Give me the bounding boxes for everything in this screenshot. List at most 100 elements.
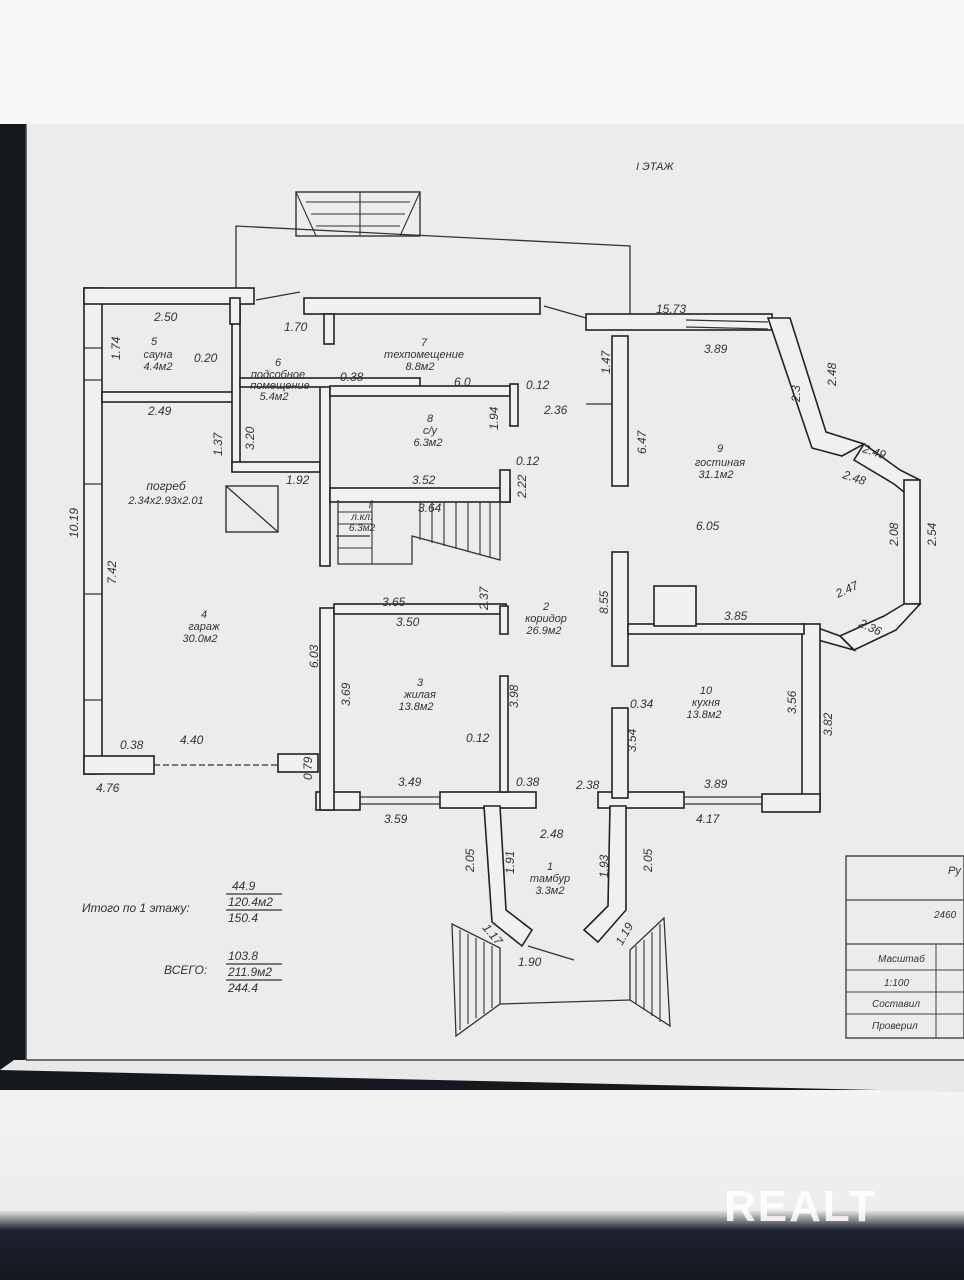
dim-label: 2.38: [575, 778, 600, 792]
dim-label: 1.92: [286, 473, 310, 487]
dim-label: 10.19: [67, 508, 81, 538]
dim-label: 6.05: [696, 519, 720, 533]
dim-label: 4.76: [96, 781, 120, 795]
room-10-number: 10: [700, 685, 713, 697]
dim-label: 8.55: [597, 590, 611, 614]
room-6-name-line2: помещение: [250, 380, 310, 392]
dim-label: 3.65: [382, 595, 406, 609]
room-1-area: 3.3м2: [536, 885, 565, 897]
dim-label: 3.50: [396, 615, 420, 629]
room-5-number: 5: [151, 336, 158, 348]
dim-label: 1.74: [109, 336, 123, 360]
stair-area: 6.3м2: [349, 523, 376, 534]
dim-label: 6.47: [635, 429, 649, 454]
room-1-name: тамбур: [530, 873, 570, 885]
stamp-scale-value: 1:100: [884, 978, 909, 989]
dim-label: 2.48: [539, 827, 564, 841]
dim-label: 2.05: [641, 848, 655, 873]
room-8-name: с/у: [423, 425, 439, 437]
dim-label: 0.12: [516, 454, 540, 468]
exterior-walls: [83, 287, 922, 813]
door-marks: [255, 291, 612, 537]
room-4-name: гараж: [188, 621, 220, 633]
room-6-number: 6: [275, 357, 282, 369]
floor-total-mid: 120.4м2: [228, 895, 273, 909]
dim-label: 6.03: [307, 644, 321, 668]
dim-label: 2.22: [515, 474, 529, 499]
stamp-corner-text: Ру: [948, 865, 962, 877]
rear-porch: [235, 191, 631, 318]
realt-watermark-logo: REALT: [724, 1182, 878, 1231]
floor-title: I ЭТАЖ: [636, 161, 674, 173]
dim-label: 3.59: [384, 812, 408, 826]
dim-label: 1.70: [284, 320, 308, 334]
dim-label: 1.91: [503, 851, 517, 874]
room-7-area: 8.8м2: [406, 361, 435, 373]
dim-label: 2.3: [789, 385, 803, 403]
dim-label: 3.52: [412, 473, 436, 487]
stair-number: I: [369, 500, 372, 511]
dim-label: 3.20: [243, 426, 257, 450]
stamp-made-by-label: Составил: [872, 999, 920, 1010]
room-9-name: гостиная: [695, 457, 745, 469]
pogreb-label: погреб: [146, 479, 187, 493]
room-1-number: 1: [547, 861, 553, 873]
dim-label: 2.05: [463, 848, 477, 873]
stamp-scale-label: Масштаб: [878, 953, 925, 965]
room-9-number: 9: [717, 443, 723, 455]
dim-label: 15.73: [656, 302, 686, 316]
dim-label: 4.40: [180, 733, 204, 747]
dim-label: 1.47: [599, 349, 613, 374]
dim-label: 3.82: [821, 712, 835, 736]
grand-total-label: ВСЕГО:: [164, 963, 207, 977]
dim-label: 3.49: [398, 775, 422, 789]
dim-label: 2.37: [477, 585, 491, 611]
dim-label: 1.93: [597, 854, 611, 878]
room-3-number: 3: [417, 677, 424, 689]
room-7-name: техпомещение: [384, 349, 464, 361]
room-3-name: жилая: [403, 689, 436, 701]
room-10-area: 13.8м2: [686, 709, 721, 721]
dim-label: 2.49: [147, 404, 172, 418]
dim-label: 3.98: [507, 684, 521, 708]
room-labels: 5 сауна 4.4м2 6 подсобное помещение 5.4м…: [127, 336, 745, 897]
room-6-area: 5.4м2: [260, 391, 289, 403]
dim-label: 0.12: [466, 731, 490, 745]
dim-label: 3.56: [785, 690, 799, 714]
floor-total-bottom: 150.4: [228, 911, 258, 925]
dim-label: 1.94: [487, 406, 501, 430]
dim-label: 2.50: [153, 310, 178, 324]
grand-total-mid: 211.9м2: [227, 965, 272, 979]
dim-label: 2.48: [825, 362, 839, 387]
dim-label: 3.85: [724, 609, 748, 623]
dim-label: 0.20: [194, 351, 218, 365]
room-8-number: 8: [427, 413, 434, 425]
interior-staircase: [337, 500, 501, 565]
windows: [84, 319, 769, 805]
room-4-number: 4: [201, 609, 207, 621]
room-10-name: кухня: [692, 697, 720, 709]
dim-label: 1.37: [211, 431, 225, 456]
stamp-code: 2460: [933, 910, 957, 921]
dim-label: 3.89: [704, 777, 728, 791]
dim-label: 7.42: [105, 560, 119, 584]
dim-label: 6.0: [454, 375, 471, 389]
dim-label: 1.90: [518, 955, 542, 969]
entrance-vestibule: [451, 805, 671, 1038]
room-7-number: 7: [421, 337, 428, 349]
dim-label: 0.12: [526, 378, 550, 392]
dim-label: 2.36: [543, 403, 568, 417]
dim-label: 3.69: [339, 682, 353, 706]
pogreb-size: 2.34х2.93х2.01: [127, 495, 203, 507]
interior-walls: [101, 297, 805, 811]
room-2-name: коридор: [525, 613, 567, 625]
room-3-area: 13.8м2: [398, 701, 433, 713]
dim-label: 3.64: [418, 501, 442, 515]
room-4-area: 30.0м2: [182, 633, 217, 645]
room-9-area: 31.1м2: [698, 469, 733, 481]
dim-label: 0.38: [516, 775, 540, 789]
photo-background-bottom: [0, 1090, 964, 1280]
photo-background-top: [0, 0, 964, 124]
grand-total-top: 103.8: [228, 949, 258, 963]
